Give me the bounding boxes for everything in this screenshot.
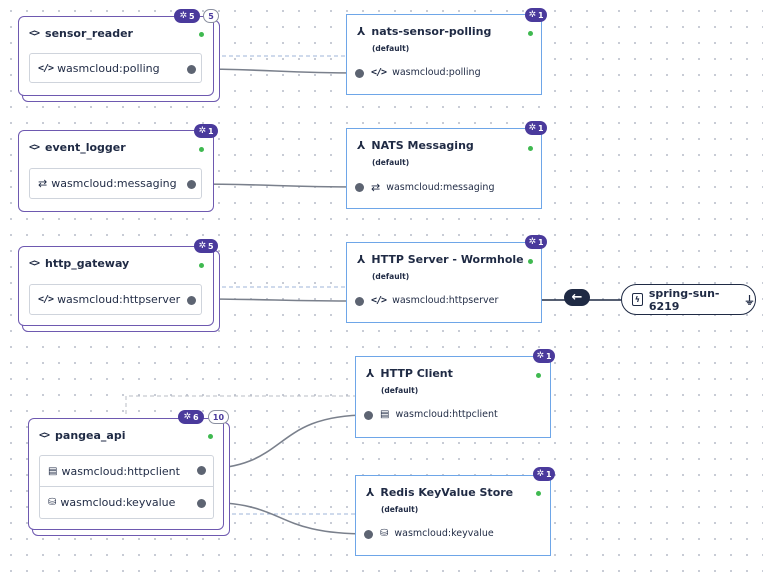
- code-icon: </>: [38, 62, 54, 74]
- provider-link-row: </> wasmcloud:httpserver: [371, 295, 499, 306]
- host-name: spring-sun-6219: [648, 286, 720, 313]
- link-handle[interactable]: [355, 297, 364, 306]
- status-dot: [536, 373, 541, 378]
- instances-badge: ✲5: [174, 9, 200, 23]
- instances-badge: ✲1: [194, 124, 218, 138]
- component-card-event-logger[interactable]: <> event_logger ⇄ wasmcloud:messaging: [18, 130, 214, 212]
- database-icon: ⛁: [48, 497, 57, 508]
- provider-card-http-client[interactable]: ⅄ HTTP Client (default) ▤ wasmcloud:http…: [355, 356, 551, 438]
- arrow-left-icon: ←: [564, 289, 590, 306]
- provider-link-row: ⛁ wasmcloud:keyvalue: [380, 528, 494, 539]
- component-title: <> http_gateway: [29, 257, 130, 270]
- code-brackets-icon: <>: [39, 430, 50, 441]
- interface-row-keyvalue[interactable]: ⛁ wasmcloud:keyvalue: [39, 487, 214, 519]
- link-handle[interactable]: [187, 296, 196, 305]
- provider-title: ⅄ HTTP Server - Wormhole: [357, 253, 524, 266]
- provider-card-nats-sensor-polling[interactable]: ⅄ nats-sensor-polling (default) </> wasm…: [346, 14, 542, 95]
- provider-subtitle: (default): [372, 44, 410, 53]
- code-brackets-icon: <>: [29, 28, 40, 39]
- gear-icon: ✲: [528, 9, 536, 20]
- component-title: <> pangea_api: [39, 429, 126, 442]
- link-handle[interactable]: [364, 411, 373, 420]
- provider-subtitle: (default): [372, 272, 410, 281]
- gear-icon: ✲: [198, 125, 206, 136]
- interface-row-httpclient[interactable]: ▤ wasmcloud:httpclient: [39, 455, 214, 487]
- interface-row-polling[interactable]: </> wasmcloud:polling: [29, 53, 202, 83]
- code-icon: </>: [371, 67, 387, 78]
- provider-card-nats-messaging[interactable]: ⅄ NATS Messaging (default) ⇄ wasmcloud:m…: [346, 128, 542, 209]
- link-handle[interactable]: [355, 183, 364, 192]
- network-nodes-icon: ⅄: [366, 486, 375, 499]
- link-handle[interactable]: [197, 499, 206, 508]
- interface-row-httpserver[interactable]: </> wasmcloud:httpserver: [29, 284, 202, 315]
- network-nodes-icon: ⅄: [366, 367, 375, 380]
- gear-icon: ✲: [528, 236, 536, 247]
- dashed-guide: [125, 395, 355, 414]
- code-icon: </>: [371, 295, 387, 306]
- host-node[interactable]: ϟ spring-sun-6219 ⏚: [621, 284, 756, 315]
- provider-card-redis-keyvalue-store[interactable]: ⅄ Redis KeyValue Store (default) ⛁ wasmc…: [355, 475, 551, 556]
- gear-icon: ✲: [536, 468, 544, 479]
- link-handle[interactable]: [187, 65, 196, 74]
- replica-count-badge: 5: [203, 9, 219, 23]
- status-dot: [528, 259, 533, 264]
- host-icon: ϟ: [632, 293, 643, 306]
- provider-title: ⅄ HTTP Client: [366, 367, 453, 380]
- code-brackets-icon: <>: [29, 258, 40, 269]
- network-nodes-icon: ⅄: [357, 139, 366, 152]
- gear-icon: ✲: [183, 411, 191, 422]
- provider-link-row: ⇄ wasmcloud:messaging: [371, 181, 495, 194]
- gear-icon: ✲: [198, 240, 206, 251]
- instances-badge: ✲5: [194, 239, 218, 253]
- swap-arrows-icon: ⇄: [371, 181, 381, 194]
- status-dot: [208, 434, 213, 439]
- network-nodes-icon: ⅄: [357, 25, 366, 38]
- instances-badge: ✲1: [533, 349, 555, 363]
- plug-icon: ⏚: [744, 293, 755, 307]
- link-edge: [190, 183, 360, 188]
- instances-badge: ✲1: [525, 8, 547, 22]
- server-icon: ▤: [380, 409, 390, 420]
- component-card-http-gateway[interactable]: <> http_gateway </> wasmcloud:httpserver: [18, 246, 214, 326]
- status-dot: [528, 146, 533, 151]
- swap-arrows-icon: ⇄: [38, 177, 48, 190]
- provider-link-row: </> wasmcloud:polling: [371, 67, 481, 78]
- code-icon: </>: [38, 294, 54, 305]
- code-brackets-icon: <>: [29, 142, 40, 153]
- database-icon: ⛁: [380, 528, 389, 539]
- instances-badge: ✲1: [533, 467, 555, 481]
- component-title: <> event_logger: [29, 141, 126, 154]
- provider-title: ⅄ Redis KeyValue Store: [366, 486, 514, 499]
- instances-badge: ✲1: [525, 235, 547, 249]
- provider-card-http-server-wormhole[interactable]: ⅄ HTTP Server - Wormhole (default) </> w…: [346, 242, 542, 323]
- gear-icon: ✲: [179, 10, 187, 21]
- link-handle[interactable]: [197, 466, 206, 475]
- instances-badge: ✲6: [178, 410, 204, 424]
- component-title: <> sensor_reader: [29, 27, 133, 40]
- provider-link-row: ▤ wasmcloud:httpclient: [380, 409, 498, 420]
- gear-icon: ✲: [536, 350, 544, 361]
- gear-icon: ✲: [528, 122, 536, 133]
- instances-badge: ✲1: [525, 121, 547, 135]
- provider-title: ⅄ nats-sensor-polling: [357, 25, 492, 38]
- link-handle[interactable]: [355, 69, 364, 78]
- provider-subtitle: (default): [381, 505, 419, 514]
- status-dot: [199, 147, 204, 152]
- component-card-sensor-reader[interactable]: <> sensor_reader </> wasmcloud:polling: [18, 16, 214, 96]
- link-handle[interactable]: [364, 530, 373, 539]
- provider-subtitle: (default): [381, 386, 419, 395]
- status-dot: [536, 491, 541, 496]
- provider-title: ⅄ NATS Messaging: [357, 139, 474, 152]
- status-dot: [199, 263, 204, 268]
- network-nodes-icon: ⅄: [357, 253, 366, 266]
- link-handle[interactable]: [187, 180, 196, 189]
- server-icon: ▤: [48, 465, 58, 477]
- provider-subtitle: (default): [372, 158, 410, 167]
- replica-count-badge: 10: [208, 410, 229, 424]
- status-dot: [528, 31, 533, 36]
- status-dot: [199, 32, 204, 37]
- component-card-pangea-api[interactable]: <> pangea_api ▤ wasmcloud:httpclient ⛁ w…: [28, 418, 224, 530]
- interface-row-messaging[interactable]: ⇄ wasmcloud:messaging: [29, 168, 202, 199]
